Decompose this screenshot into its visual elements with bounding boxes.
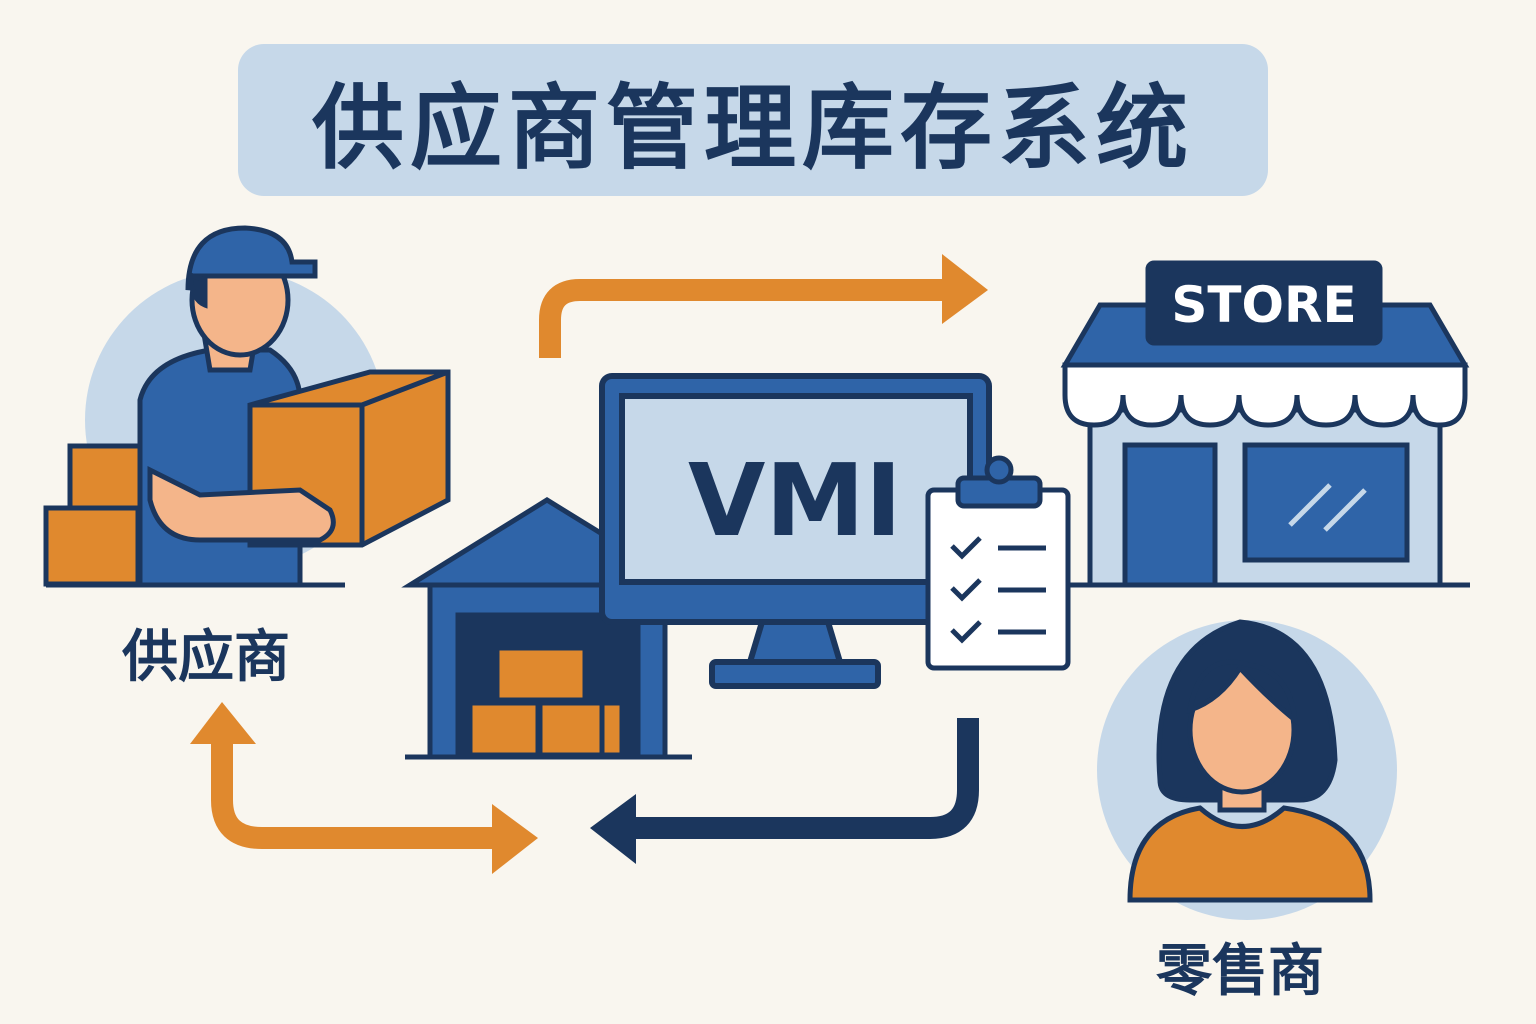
store-sign: STORE [1171,276,1356,334]
arrow-head-icon [190,702,256,744]
arrow-head-icon [492,804,538,874]
store-icon [1060,260,1470,588]
delivery-person-icon [43,225,451,588]
retailer-label: 零售商 [1156,939,1324,1004]
arrow-head-icon [942,254,988,324]
supplier-label: 供应商 [122,625,290,690]
arrow-icon [539,279,950,358]
title-banner: 供应商管理库存系统 [238,44,1268,196]
page-title: 供应商管理库存系统 [311,74,1194,182]
clipboard-checklist-icon [925,455,1071,671]
monitor-label: VMI [688,442,902,559]
arrow-icon [211,740,500,849]
retailer-person-icon [1097,619,1397,920]
arrow-icon [630,718,979,839]
arrow-head-icon [590,794,636,864]
